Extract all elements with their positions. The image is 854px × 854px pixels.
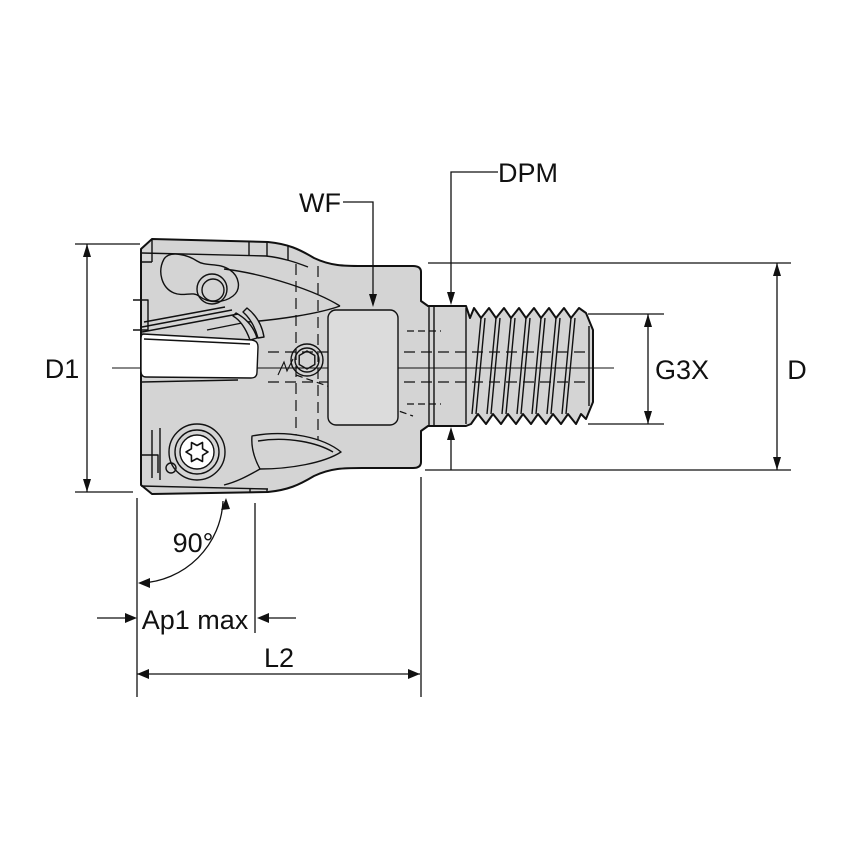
lower-flute-inner-line [257,438,334,453]
dim-d: D [425,262,807,471]
screw-boss-circle [168,423,226,481]
pilot-hole [165,462,177,474]
upper-pocket [160,253,240,303]
dpm-leader-line [450,171,498,299]
wf-arrowhead [369,294,377,307]
angle-arc [140,500,224,584]
wf-label: WF [299,188,341,218]
hex-screw-outer [290,343,324,377]
lower-flute-tail [223,468,261,486]
d-extension-lines [425,262,791,471]
lower-flute-swoosh [251,432,342,470]
d1-label: D1 [45,354,80,384]
dpm-label: DPM [498,158,558,188]
dim-ap1-max: Ap1 max [97,503,296,635]
cutter-body [290,309,399,426]
hex-socket-icon [298,350,316,370]
dim-d1: D1 [45,243,140,493]
neck-rings [428,306,467,426]
d1-arrow-top [83,244,91,257]
g3x-arrow-bottom [644,411,652,424]
coolant-hole-inner [201,278,225,302]
d1-extension-lines [75,243,140,493]
dim-l2: L2 [136,477,422,697]
insert-seat-lines [141,306,239,333]
dim-dpm: DPM [447,158,558,470]
insert-edge-line [143,338,251,345]
wf-leader-line [343,201,374,301]
d-arrow-top [773,263,781,276]
g3x-extension-lines [588,313,664,425]
dpm-arrow-bottom [447,427,455,440]
left-edge-tab [133,299,149,331]
l2-arrow-left [137,669,149,679]
centerline-break-symbol [277,358,294,376]
insert-under-line [141,379,239,383]
clamp-claw-2 [242,307,265,339]
hex-screw-inner [294,347,320,373]
torx-clamp-screw [165,423,226,481]
bottom-left-step [140,428,161,480]
thread [471,317,590,415]
angle-label: 90° [173,528,214,558]
thread-flanks [471,317,576,415]
d1-arrow-bottom [83,479,91,492]
l2-label: L2 [264,643,294,673]
coolant-hole-outer [196,273,228,305]
ap1-arrow-left [125,613,137,623]
dpm-arrow-top [447,292,455,305]
dim-wf: WF [299,188,377,307]
wrench-flat [327,309,399,426]
d-label: D [787,355,807,385]
neck [428,306,467,426]
dim-g3x: G3X [588,313,709,425]
head-top-band-ticks [141,239,289,263]
insert [140,333,259,379]
screw-head-circle [174,429,220,475]
hex-socket-screw [290,343,324,377]
torx-socket-icon [185,441,209,463]
ap1-label: Ap1 max [142,605,249,635]
d-arrow-bottom [773,457,781,470]
l2-arrow-right [408,669,420,679]
angle-arrow-top [221,498,230,510]
dim-angle-90: 90° [138,498,230,588]
angle-arrow-left [138,578,150,588]
g3x-arrow-top [644,314,652,327]
head-bottom-band [140,485,269,493]
flute-upper-edge [223,268,341,307]
ap1-arrow-right [257,613,269,623]
cutter-head [133,239,342,493]
g3x-label: G3X [655,355,709,385]
head-top-band [141,252,309,268]
